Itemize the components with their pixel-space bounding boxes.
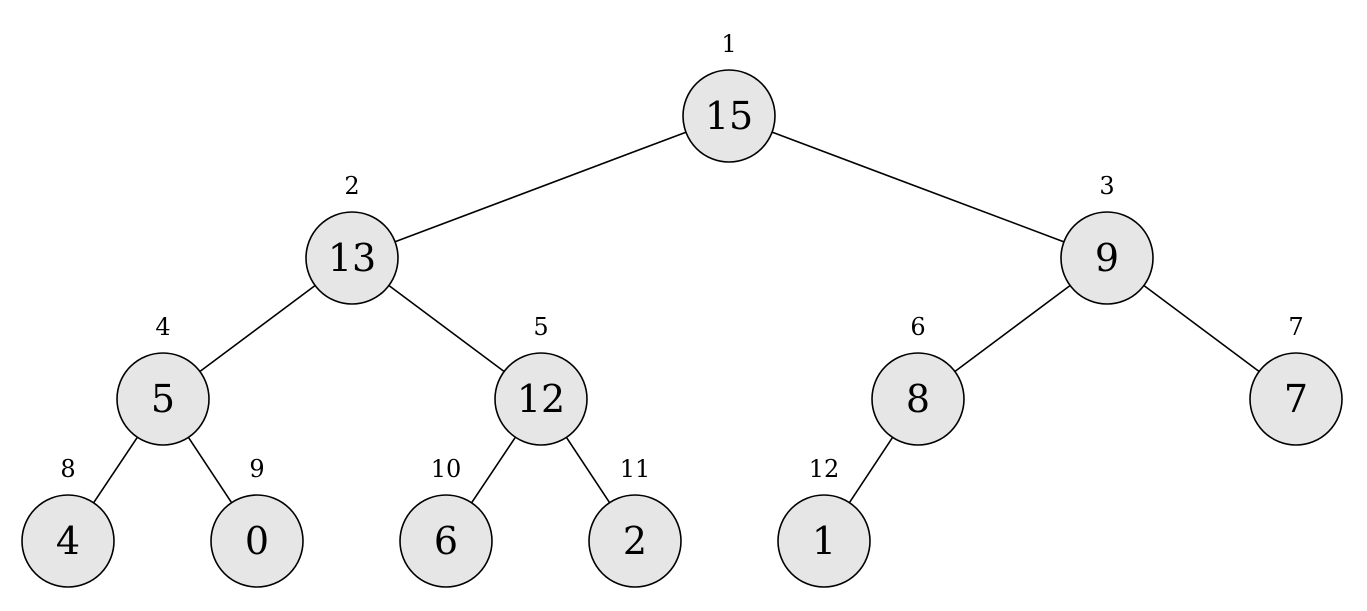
- tree-node-9: 09: [210, 455, 304, 588]
- tree-node-3: 93: [1060, 172, 1154, 305]
- node-circle: [494, 352, 588, 446]
- edge-5-10: [470, 436, 517, 504]
- node-circle: [21, 494, 115, 588]
- edge-6-12: [848, 436, 894, 504]
- tree-node-12: 1 12: [777, 455, 871, 588]
- node-value: 13: [328, 236, 376, 280]
- node-circle: [588, 494, 682, 588]
- node-value: 15: [705, 94, 753, 138]
- node-circle: [210, 494, 304, 588]
- node-value: 12: [517, 377, 565, 421]
- node-index-label: 4: [155, 313, 170, 341]
- node-circle: [871, 352, 965, 446]
- node-circle: [1249, 352, 1343, 446]
- node-index-label: 3: [1099, 172, 1114, 200]
- tree-node-8: 48: [21, 455, 115, 588]
- node-value: 6: [434, 519, 458, 563]
- tree-node-6: 86: [871, 313, 965, 446]
- node-index-label: 10: [431, 455, 462, 483]
- edge-4-9: [187, 436, 233, 504]
- node-value: 5: [151, 377, 175, 421]
- node-circle: [116, 352, 210, 446]
- edge-3-6: [954, 284, 1071, 373]
- node-value: 8: [906, 377, 930, 421]
- tree-node-7: 77: [1249, 313, 1343, 446]
- edge-5-11: [565, 436, 611, 504]
- node-circle: [777, 494, 871, 588]
- node-index-label: 8: [60, 455, 75, 483]
- node-value: 1: [812, 519, 836, 563]
- tree-node-5: 12 5: [494, 313, 588, 446]
- edge-3-7: [1143, 284, 1260, 373]
- edge-2-5: [388, 284, 505, 373]
- node-index-label: 6: [910, 313, 925, 341]
- edge-1-3: [771, 131, 1065, 243]
- node-index-label: 9: [249, 455, 264, 483]
- node-value: 0: [245, 519, 269, 563]
- tree-node-2: 13 2: [305, 172, 399, 305]
- node-circle: [1060, 211, 1154, 305]
- tree-node-11: 2 11: [588, 455, 682, 588]
- node-index-label: 12: [809, 455, 840, 483]
- tree-node-10: 6 10: [399, 455, 493, 588]
- edge-1-2: [394, 131, 687, 243]
- node-index-label: 2: [344, 172, 359, 200]
- edge-4-8: [92, 436, 139, 504]
- node-index-label: 7: [1288, 313, 1303, 341]
- node-circle: [305, 211, 399, 305]
- node-circle: [399, 494, 493, 588]
- edge-2-4: [199, 284, 316, 373]
- tree-node-1: 15 1: [682, 30, 776, 163]
- tree-node-4: 54: [116, 313, 210, 446]
- node-index-label: 11: [620, 455, 651, 483]
- node-value: 4: [56, 519, 80, 563]
- tree-edges: [92, 131, 1260, 504]
- node-index-label: 1: [721, 30, 736, 58]
- node-value: 7: [1284, 377, 1308, 421]
- node-value: 9: [1095, 236, 1119, 280]
- node-index-label: 5: [533, 313, 548, 341]
- node-circle: [682, 69, 776, 163]
- node-value: 2: [623, 519, 647, 563]
